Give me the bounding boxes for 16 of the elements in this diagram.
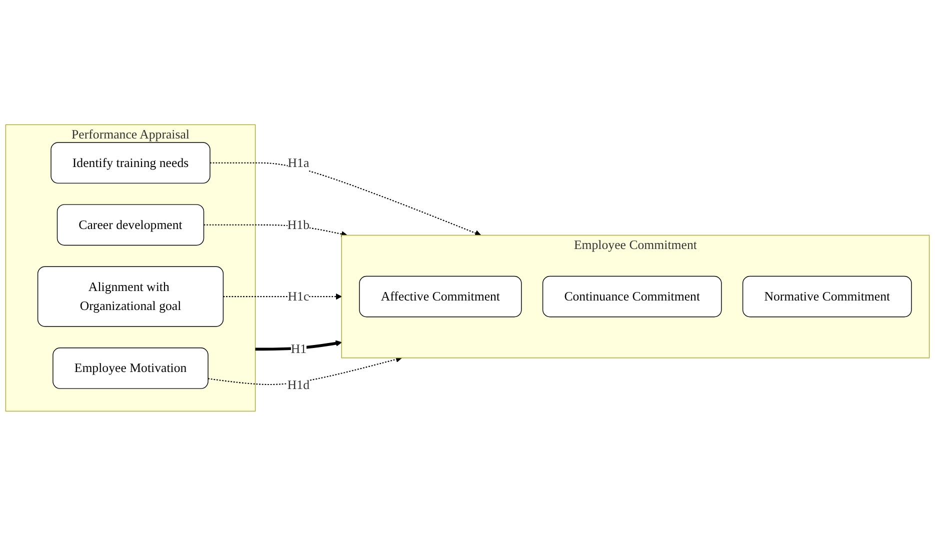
node-box: Normative Commitment — [742, 276, 912, 318]
edge-label: H1b — [287, 217, 310, 232]
arrow — [210, 162, 482, 236]
node-box: Identify training needs — [50, 142, 210, 184]
edge-label: H1 — [290, 342, 307, 356]
arrow — [223, 293, 342, 300]
edge-label: H1a — [288, 155, 310, 170]
node-box: Employee Motivation — [52, 348, 208, 389]
edge-label: H1d — [287, 378, 310, 392]
edge-label: H1c — [288, 289, 310, 304]
node-box: Affective Commitment — [359, 276, 522, 318]
arrow — [204, 224, 348, 238]
node-box: Alignment with Organizational goal — [37, 266, 224, 327]
arrow — [208, 356, 402, 386]
node-box: Career development — [56, 204, 204, 246]
node-box: Continuance Commitment — [542, 276, 722, 318]
